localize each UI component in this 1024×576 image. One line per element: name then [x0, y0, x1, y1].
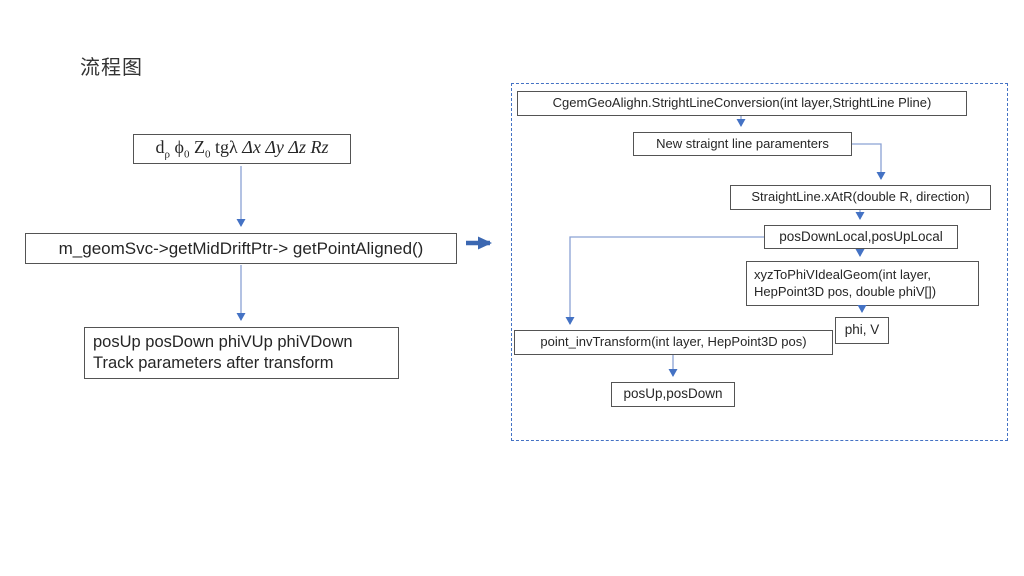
xatr-box: StraightLine.xAtR(double R, direction): [730, 185, 991, 210]
phi-v-box: phi, V: [835, 317, 889, 344]
xyz-to-phiv-line-1: xyzToPhiVIdealGeom(int layer,: [754, 267, 932, 283]
result-line-2: Track parameters after transform: [93, 354, 334, 372]
detail-flow-container: [511, 83, 1008, 441]
track-parameters-box: dρ ϕ0 Z0 tgλ Δx Δy Δz Rz: [133, 134, 351, 164]
transform-result-box: posUp posDown phiVUp phiVDown Track para…: [84, 327, 399, 379]
inv-transform-box: point_invTransform(int layer, HepPoint3D…: [514, 330, 833, 355]
pos-local-box: posDownLocal,posUpLocal: [764, 225, 958, 249]
straight-line-conversion-box: CgemGeoAlighn.StrightLineConversion(int …: [517, 91, 967, 116]
pos-up-down-box: posUp,posDown: [611, 382, 735, 407]
result-line-1: posUp posDown phiVUp phiVDown: [93, 333, 353, 352]
param-box-text: dρ ϕ0 Z0 tgλ Δx Δy Δz Rz: [155, 136, 329, 161]
new-line-parameters-box: New straignt line paramenters: [633, 132, 852, 156]
page-title: 流程图: [80, 57, 143, 79]
xyz-to-phiv-box: xyzToPhiVIdealGeom(int layer, HepPoint3D…: [746, 261, 979, 306]
xyz-to-phiv-line-2: HepPoint3D pos, double phiV[]): [754, 283, 937, 299]
get-point-aligned-box: m_geomSvc->getMidDriftPtr-> getPointAlig…: [25, 233, 457, 264]
